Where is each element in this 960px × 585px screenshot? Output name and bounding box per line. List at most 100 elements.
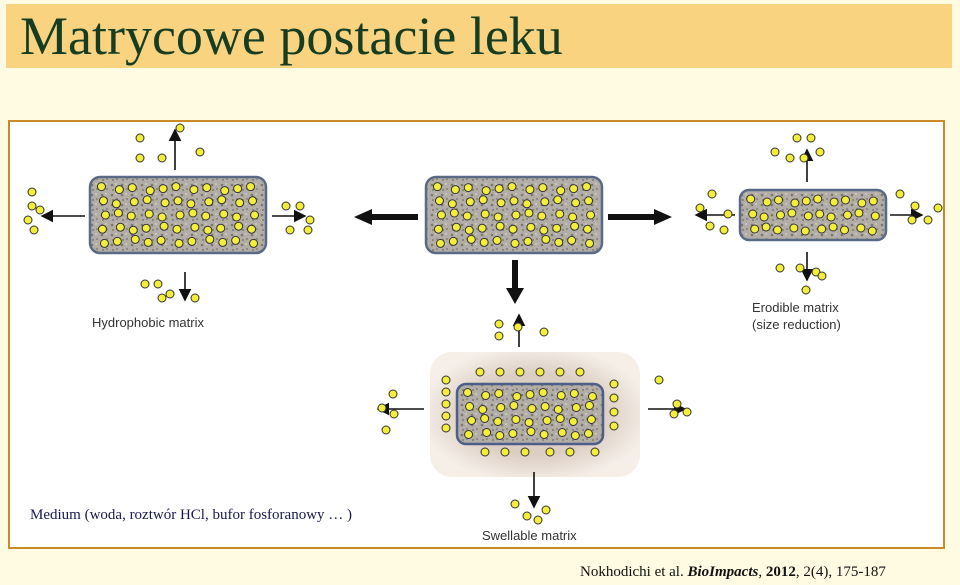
drug-particle [135,133,145,143]
drug-particle [130,234,140,244]
drug-particle [508,224,518,234]
erodible-label-line1: Erodible matrix [752,300,839,315]
drug-particle [115,222,125,232]
drug-particle [112,236,122,246]
drug-particle [556,391,566,400]
drug-particle [142,195,152,205]
drug-particle [249,238,259,248]
drug-particle [186,199,196,209]
drug-particle [478,195,488,205]
drug-particle [575,367,585,377]
drug-particle [583,429,593,438]
drug-particle [477,223,487,233]
drug-particle [792,133,802,143]
drug-particle [463,183,473,193]
drug-particle [510,238,520,248]
drug-particle [867,226,877,236]
medium-label: Medium (woda, roztwór HCl, bufor fosfora… [30,507,353,523]
drug-particle [482,428,492,437]
drug-particle [840,225,849,235]
drug-particle [568,212,578,222]
drug-particle [587,392,597,401]
drug-particle [854,208,864,218]
drug-particle [555,209,565,219]
drug-particle [204,197,214,207]
drug-particle [770,147,780,157]
drug-particle [172,224,182,234]
drug-particle [217,195,227,205]
hydrophobic-label: Hydrophobic matrix [92,315,204,330]
drug-particle [555,367,565,377]
drug-particle [569,389,579,398]
drug-particle [158,184,168,194]
drug-particle [609,379,619,389]
drug-particle [556,186,566,196]
drug-particle [554,237,564,247]
citation-year: 2012 [765,564,796,580]
drug-particle [524,208,534,218]
drug-particle [129,197,139,207]
drug-particle [475,367,485,377]
drug-particle [523,236,533,246]
drug-particle [570,221,580,231]
thick-arrow-down [506,260,524,304]
drug-particle [527,404,537,413]
drug-particle [202,183,212,193]
drug-particle [233,184,243,194]
drug-particle [539,430,549,439]
drug-particle [750,224,760,234]
drug-particle [495,431,505,440]
drug-particle [235,198,245,208]
drug-particle [466,234,476,244]
drug-particle [157,293,167,303]
drug-particle [512,392,522,401]
drug-particle [565,447,575,457]
drug-particle [586,415,596,424]
drug-particle [27,187,37,197]
drug-particle [441,411,451,421]
drug-particle [511,210,521,220]
drug-particle [695,203,705,213]
drug-particle [99,238,109,248]
drug-particle [537,211,547,221]
drug-particle [609,421,619,431]
drug-particle [557,428,567,437]
drug-particle [494,319,504,329]
drug-particle [493,417,503,426]
drug-particle [584,401,594,410]
drug-particle [775,263,785,273]
drug-particle [478,405,488,414]
page-title: Matrycowe postacie leku [20,6,563,66]
drug-particle [590,447,600,457]
drug-particle [231,235,241,245]
drug-particle [441,423,451,433]
drug-particle [826,212,836,222]
drug-particle [510,499,520,509]
drug-particle [434,196,444,206]
drug-particle [128,225,138,235]
drug-particle [762,197,772,207]
drug-particle [295,201,305,211]
drug-particle [525,390,535,399]
drug-particle [232,212,242,222]
drug-particle [285,225,295,235]
drug-particle [522,199,532,209]
drug-particle [114,185,124,195]
matrix-release-diagram: Hydrophobic matrix Erodible matrix (size… [23,123,943,543]
drug-particle [450,185,460,195]
drug-particle [494,389,504,398]
drug-particle [165,289,175,299]
citation-journal: BioImpacts [687,564,759,580]
drug-particle [542,416,552,425]
drug-particle [513,322,523,332]
drug-particle [377,403,387,413]
drug-particle [907,215,917,225]
drug-particle [815,209,825,219]
drug-particle [813,194,823,204]
drug-particle [509,196,519,206]
drug-particle [175,123,185,133]
drug-particle [585,238,595,248]
drug-particle [790,198,800,208]
drug-particle [441,375,451,385]
drug-particle [479,237,489,247]
